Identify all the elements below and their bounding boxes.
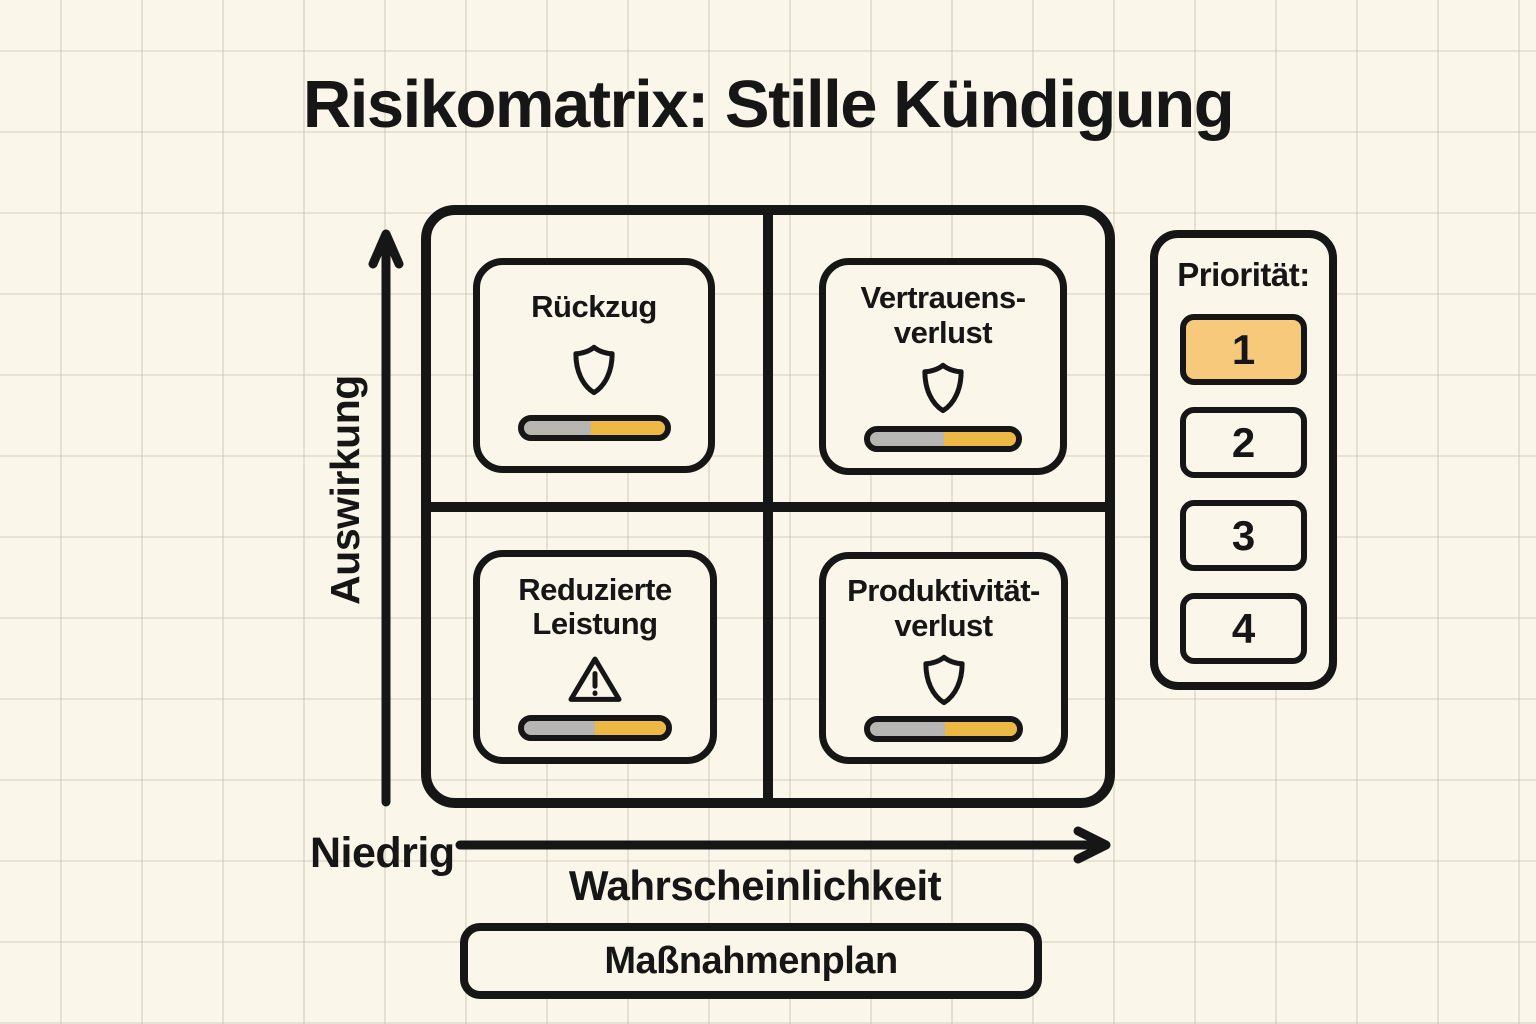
risk-level-bar-fill: [944, 721, 1017, 736]
x-axis-low-label: Niedrig: [310, 829, 455, 877]
risk-level-bar: [517, 415, 671, 442]
priority-box-3[interactable]: 3: [1180, 500, 1307, 571]
priority-box-1[interactable]: 1: [1180, 314, 1307, 385]
action-plan-button[interactable]: Maßnahmenplan: [460, 923, 1042, 999]
matrix-horizontal-divider: [431, 501, 1105, 512]
warning-icon: [568, 656, 622, 702]
priority-panel: Priorität: 1 2 3 4: [1150, 230, 1337, 690]
risk-matrix-grid: Rückzug Vertrauens- verlust Reduzierte L…: [421, 205, 1115, 808]
quadrant-card-vertrauensverlust: Vertrauens- verlust: [819, 258, 1067, 475]
quadrant-card-reduzierte-leistung: Reduzierte Leistung: [473, 550, 717, 764]
page-title: Risikomatrix: Stille Kündigung: [302, 67, 1235, 142]
quadrant-label: Reduzierte Leistung: [518, 571, 672, 642]
priority-heading: Priorität:: [1177, 256, 1310, 293]
shield-icon: [573, 344, 615, 395]
risk-level-bar-fill: [944, 431, 1016, 446]
quadrant-card-produktivitaetverlust: Produktivität- verlust: [819, 552, 1068, 764]
risk-level-bar: [864, 425, 1022, 452]
shield-icon: [922, 654, 965, 705]
risk-level-bar-fill: [591, 421, 665, 436]
y-axis-arrow: [368, 229, 404, 807]
quadrant-card-rueckzug: Rückzug: [473, 258, 715, 473]
priority-box-4[interactable]: 4: [1180, 593, 1307, 664]
quadrant-label: Produktivität- verlust: [847, 573, 1040, 643]
risk-level-bar-fill: [595, 721, 667, 736]
risk-level-bar: [517, 715, 673, 742]
priority-box-2[interactable]: 2: [1180, 407, 1307, 478]
quadrant-label: Vertrauens- verlust: [860, 280, 1026, 351]
risk-level-bar: [864, 715, 1023, 742]
shield-icon: [922, 363, 964, 414]
priority-list: 1 2 3 4: [1180, 314, 1307, 664]
x-axis-arrow: [455, 826, 1111, 864]
x-axis-label: Wahrscheinlichkeit: [568, 862, 942, 909]
quadrant-label: Rückzug: [531, 288, 657, 324]
y-axis-label: Auswirkung: [321, 375, 368, 605]
